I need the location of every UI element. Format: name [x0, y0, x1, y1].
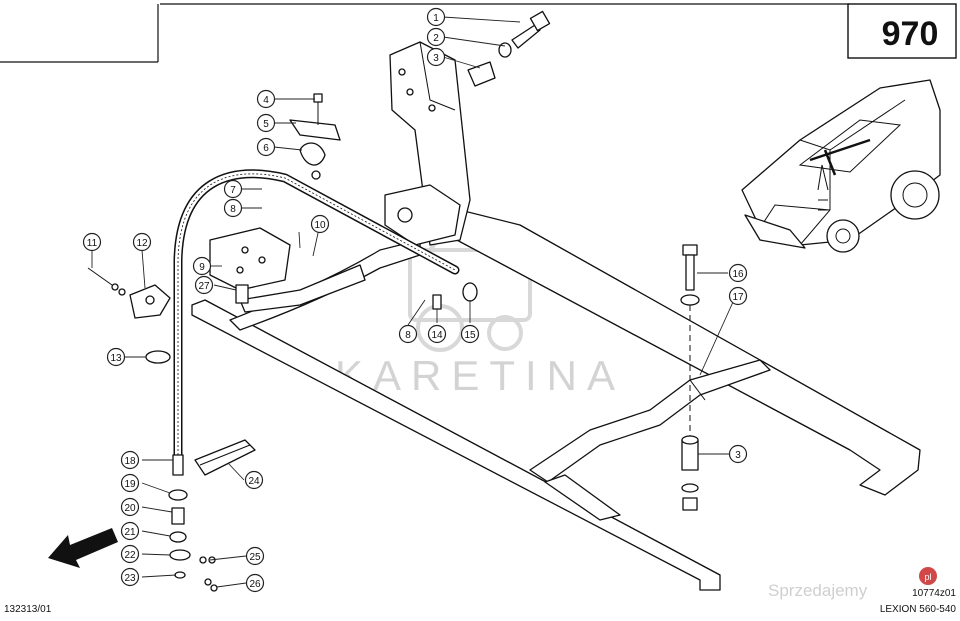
svg-text:12: 12 — [136, 238, 148, 249]
leader-lines — [91, 16, 734, 588]
block-clamp — [87, 267, 171, 319]
callout-3b: 3 — [728, 444, 748, 464]
hose-clip — [145, 350, 171, 364]
svg-text:7: 7 — [230, 185, 236, 196]
svg-text:3: 3 — [433, 53, 439, 64]
callout-8: 8 — [223, 198, 243, 218]
vertical-bracket — [384, 41, 471, 246]
page-number-box — [847, 3, 957, 59]
mounting-plate — [209, 227, 291, 291]
svg-text:23: 23 — [124, 573, 136, 584]
callout-7: 7 — [223, 179, 243, 199]
callout-5: 5 — [256, 113, 276, 133]
site-watermark-suffix: pl — [924, 572, 931, 582]
svg-text:27: 27 — [198, 281, 210, 292]
page-number: 970 — [882, 15, 939, 53]
callout-3: 3 — [426, 47, 446, 67]
svg-text:8: 8 — [230, 204, 236, 215]
frame-rails — [191, 194, 921, 591]
svg-text:20: 20 — [124, 503, 136, 514]
callout-10: 10 — [310, 214, 330, 234]
callout-19: 19 — [120, 473, 140, 493]
callout-25: 25 — [245, 546, 265, 566]
callout-2: 2 — [426, 27, 446, 47]
svg-text:15: 15 — [464, 330, 476, 341]
svg-text:18: 18 — [124, 456, 136, 467]
hinge-part — [194, 439, 256, 476]
svg-text:1: 1 — [433, 13, 439, 24]
page-frame: 970 — [0, 3, 957, 63]
model-label: LEXION 560-540 — [880, 604, 957, 615]
callout-9: 9 — [192, 256, 212, 276]
svg-text:2: 2 — [433, 33, 439, 44]
svg-text:14: 14 — [431, 330, 443, 341]
svg-text:21: 21 — [124, 527, 136, 538]
svg-text:9: 9 — [199, 262, 205, 273]
drawing-code-right: 10774z01 — [912, 588, 956, 599]
callout-27: 27 — [194, 275, 214, 295]
bolt-stack-right — [680, 244, 700, 511]
spacer-sleeve — [235, 284, 249, 304]
callout-6: 6 — [256, 137, 276, 157]
svg-text:11: 11 — [87, 238, 98, 249]
svg-text:26: 26 — [249, 579, 261, 590]
site-watermark: Sprzedajemy — [768, 581, 868, 600]
drawing-code-left: 132313/01 — [4, 604, 52, 615]
callout-22: 22 — [120, 544, 140, 564]
svg-text:6: 6 — [263, 143, 269, 154]
callout-4: 4 — [256, 89, 276, 109]
svg-text:13: 13 — [110, 353, 122, 364]
svg-text:25: 25 — [249, 552, 261, 563]
callout-11: 11 — [82, 232, 102, 252]
svg-text:22: 22 — [124, 550, 136, 561]
callout-16: 16 — [728, 263, 748, 283]
svg-text:5: 5 — [263, 119, 269, 130]
callout-18: 18 — [120, 450, 140, 470]
clamp-assembly — [289, 93, 341, 180]
svg-text:16: 16 — [732, 269, 744, 280]
combine-harvester-thumbnail — [741, 79, 941, 253]
svg-text:24: 24 — [248, 476, 260, 487]
callout-23: 23 — [120, 567, 140, 587]
svg-text:19: 19 — [124, 479, 136, 490]
callout-13: 13 — [106, 347, 126, 367]
watermark: KARETINA — [335, 223, 625, 399]
watermark-text: KARETINA — [335, 352, 625, 399]
callout-26: 26 — [245, 573, 265, 593]
svg-text:10: 10 — [314, 220, 326, 231]
svg-text:8: 8 — [405, 330, 411, 341]
callout-17: 17 — [728, 286, 748, 306]
callout-1: 1 — [426, 7, 446, 27]
callout-12: 12 — [132, 232, 152, 252]
callout-20: 20 — [120, 497, 140, 517]
o-rings — [199, 556, 218, 592]
bolt-stack-top — [467, 10, 551, 87]
svg-text:17: 17 — [732, 292, 744, 303]
callout-14: 14 — [427, 324, 447, 344]
bolt-14-15 — [432, 282, 478, 310]
callout-24: 24 — [244, 470, 264, 490]
callout-21: 21 — [120, 521, 140, 541]
direction-arrow-icon — [48, 528, 118, 568]
callout-8b: 8 — [398, 324, 418, 344]
callout-15: 15 — [460, 324, 480, 344]
svg-text:4: 4 — [263, 95, 269, 106]
site-watermark-badge-icon — [919, 567, 937, 585]
flexible-tube — [173, 169, 460, 460]
svg-text:3: 3 — [735, 450, 741, 461]
fitting-stack — [168, 454, 191, 579]
